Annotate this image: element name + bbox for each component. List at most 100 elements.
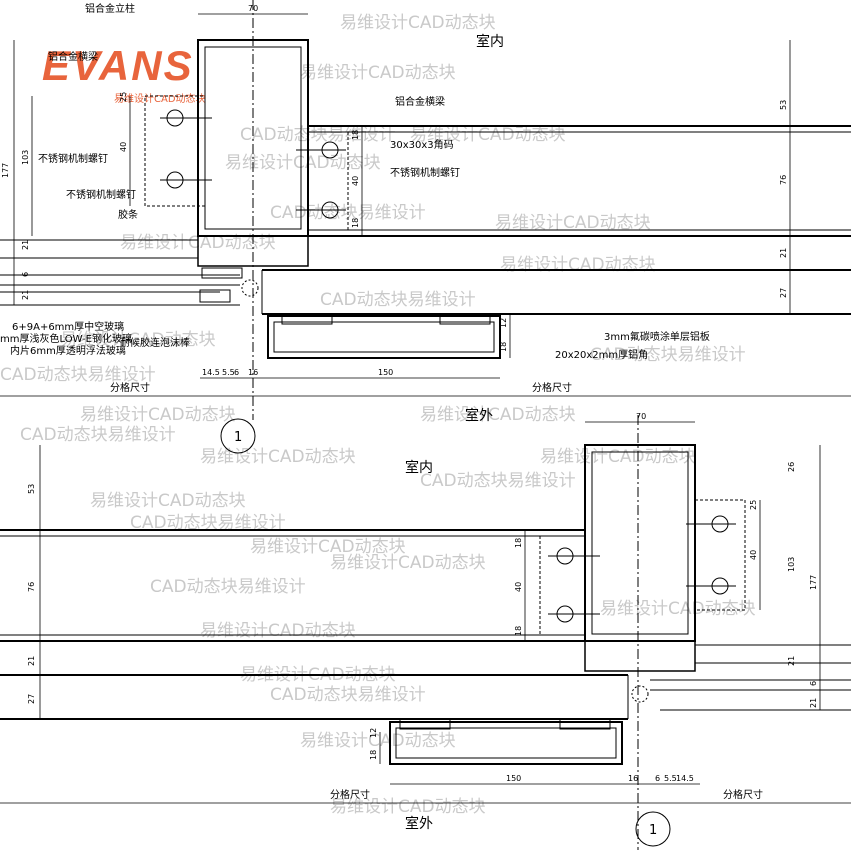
bracket [399,718,451,730]
dim-text: 6 [655,774,660,783]
dim-text: 18 [351,218,360,228]
logo: EVANS 易维设计CAD动态块 [18,26,218,105]
detail-number-circle [220,418,256,454]
dim-text: 18 [514,538,523,548]
watermark: 易维设计CAD动态块 [600,599,756,619]
watermark: CAD动态块易维设计 [20,425,176,445]
watermark: 易维设计CAD动态块 [330,797,486,817]
dim-text: 14.5 [202,368,220,377]
dim-text: 26 [787,462,796,472]
top-dimensions [0,13,851,397]
label-angle-alu: 20x20x2mm厚铝角 [555,349,648,361]
watermark: 易维设计CAD动态块 [410,125,566,145]
dim-text: 150 [378,368,393,377]
angle-aluminium-inner [395,727,617,759]
dim-text: 27 [779,288,788,298]
watermark: 易维设计CAD动态块 [250,537,406,557]
bottom-dimensions [0,421,851,804]
detail-number-circle [635,811,671,847]
watermark: 易维设计CAD动态块 [200,447,356,467]
dim-text: 12 [499,318,508,328]
bottom-detail [0,415,851,850]
dim-text: 177 [809,575,818,590]
bracket [281,313,333,325]
watermark: 易维设计CAD动态块 [330,553,486,573]
dim-text: 6 [21,272,30,277]
dim-text: 76 [779,175,788,185]
dim-text: 12 [369,728,378,738]
label-grid-size-right: 分格尺寸 [723,788,763,801]
foam-rod-icon [241,279,259,297]
dim-text: 21 [787,656,796,666]
dim-text: 18 [514,626,523,636]
watermark: 易维设计CAD动态块 [540,447,696,467]
detail-number: 1 [234,430,242,445]
connection-plate-right [694,499,746,611]
label-grid-size-left: 分格尺寸 [330,788,370,801]
dim-text: 177 [1,163,10,178]
label-transom-right: 铝合金横梁 [395,95,445,108]
bottom-detail-labels: 室内 室外 分格尺寸 分格尺寸 1 [330,459,763,838]
watermark: CAD动态块易维设计 [130,513,286,533]
dim-text: 21 [27,656,36,666]
label-screw-left-1: 不锈钢机制螺钉 [38,152,108,165]
watermark: CAD动态块易维设计 [590,345,746,365]
gasket-block [201,267,243,279]
dim-text: 18 [369,750,378,760]
dim-text: 16 [628,774,638,783]
dim-text: 21 [809,698,818,708]
top-dimension-text: 70 177 103 25 40 21 6 21 53 76 21 27 18 … [1,4,788,377]
dim-text: 70 [248,4,258,13]
top-detail [0,0,851,454]
label-mullion: 铝合金立柱 [85,2,135,15]
label-glass-1: 6+9A+6mm厚中空玻璃 [12,320,124,333]
bracket [439,313,491,325]
watermark: 易维设计CAD动态块 [300,63,456,83]
connection-plate-left [144,95,206,207]
dim-text: 6 [234,368,239,377]
watermark: 易维设计CAD动态块 [500,255,656,275]
watermark: 易维设计CAD动态块 [60,330,216,350]
dim-text: 53 [779,100,788,110]
logo-brand: EVANS [42,42,194,89]
dim-text: 21 [21,290,30,300]
spacer-block [199,289,231,303]
dim-text: 27 [27,694,36,704]
dim-text: 21 [21,240,30,250]
dim-text: 70 [636,412,646,421]
angle-code-plate [539,535,586,636]
watermark: 易维设计CAD动态块 [300,731,456,751]
bracket [559,718,611,730]
watermark: 易维设计CAD动态块 [200,621,356,641]
label-glass-2: mm厚浅灰色LOW-E钢化玻璃 [0,332,132,345]
logo-tagline: 易维设计CAD动态块 [114,94,206,105]
label-transom-left: 铝合金横梁 [48,50,98,63]
foam-rod-icon [631,685,649,703]
watermark-layer: 易维设计CAD动态块 易维设计CAD动态块 CAD动态块易维设计 易维设计CAD… [0,13,756,817]
watermark: 易维设计CAD动态块 [340,13,496,33]
top-detail-labels: 铝合金立柱 铝合金横梁 铝合金横梁 30x30x3角码 不锈钢机制螺钉 不锈钢机… [0,2,710,445]
watermark: CAD动态块易维设计 [320,290,476,310]
watermark: 易维设计CAD动态块 [80,405,236,425]
dim-text: 76 [27,582,36,592]
label-screw-right: 不锈钢机制螺钉 [390,166,460,179]
dim-text: 5.5 [664,774,677,783]
label-angle-code: 30x30x3角码 [390,139,454,151]
label-foam-rod: 耐候胶连泡沫棒 [120,336,190,349]
dim-text: 16 [248,368,258,377]
label-outdoor: 室外 [465,407,493,424]
bottom-dimension-text: 70 53 76 21 27 18 40 18 26 25 40 103 177… [27,412,818,783]
watermark: 易维设计CAD动态块 [90,491,246,511]
dim-text: 150 [506,774,521,783]
label-glass-3: 内片6mm厚透明浮法玻璃 [10,344,126,357]
angle-code-plate [307,131,349,231]
label-alu-panel: 3mm氟碳喷涂单层铝板 [604,330,710,343]
glazing-frame [584,640,696,672]
watermark: 易维设计CAD动态块 [225,153,381,173]
dim-text: 25 [749,500,758,510]
dim-text: 103 [21,150,30,165]
dim-text: 6 [809,681,818,686]
label-screw-left-2: 不锈钢机制螺钉 [66,188,136,201]
dim-text: 40 [351,176,360,186]
dim-text: 103 [787,557,796,572]
